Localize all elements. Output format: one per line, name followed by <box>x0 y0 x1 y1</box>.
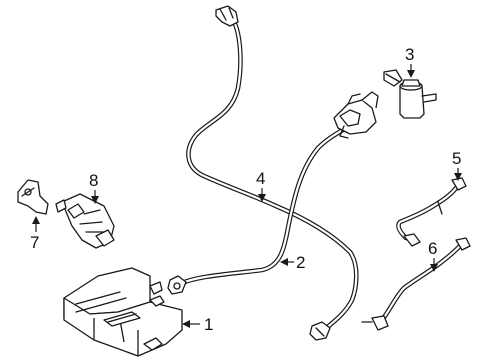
callout-8: 8 <box>89 171 98 190</box>
vapor-hose-part-4 <box>186 5 359 341</box>
callout-5: 5 <box>452 149 461 168</box>
callout-7: 7 <box>30 233 39 252</box>
callout-2: 2 <box>296 253 305 272</box>
oxygen-sensor-part-5 <box>396 177 467 247</box>
callout-4: 4 <box>256 169 265 188</box>
callout-6: 6 <box>428 239 437 258</box>
purge-valve-part-8 <box>55 193 115 249</box>
evap-canister-part-1 <box>63 267 183 357</box>
vent-filter-part-3 <box>383 69 437 119</box>
purge-hose-part-2 <box>167 91 379 295</box>
oxygen-sensor-part-6 <box>361 237 471 331</box>
callout-1: 1 <box>204 315 213 334</box>
bracket-part-7 <box>17 179 49 215</box>
callout-3: 3 <box>405 45 414 64</box>
leaders <box>32 64 462 328</box>
